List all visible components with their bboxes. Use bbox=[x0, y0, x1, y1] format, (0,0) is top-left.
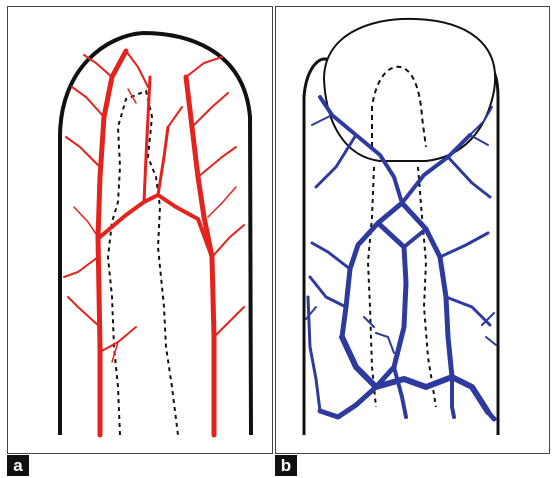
main-vessel-left bbox=[98, 51, 126, 435]
finger-outline bbox=[60, 33, 251, 435]
dotted-boundary bbox=[108, 91, 178, 435]
panel-a bbox=[7, 6, 273, 454]
panel-label-b: b bbox=[275, 455, 297, 476]
panel-label-a: a bbox=[7, 455, 29, 476]
arterial-network bbox=[64, 51, 244, 435]
panel-b bbox=[275, 6, 550, 454]
finger-diagram-b bbox=[276, 7, 551, 455]
finger-diagram-a bbox=[8, 7, 274, 455]
nail-plate bbox=[324, 19, 495, 161]
